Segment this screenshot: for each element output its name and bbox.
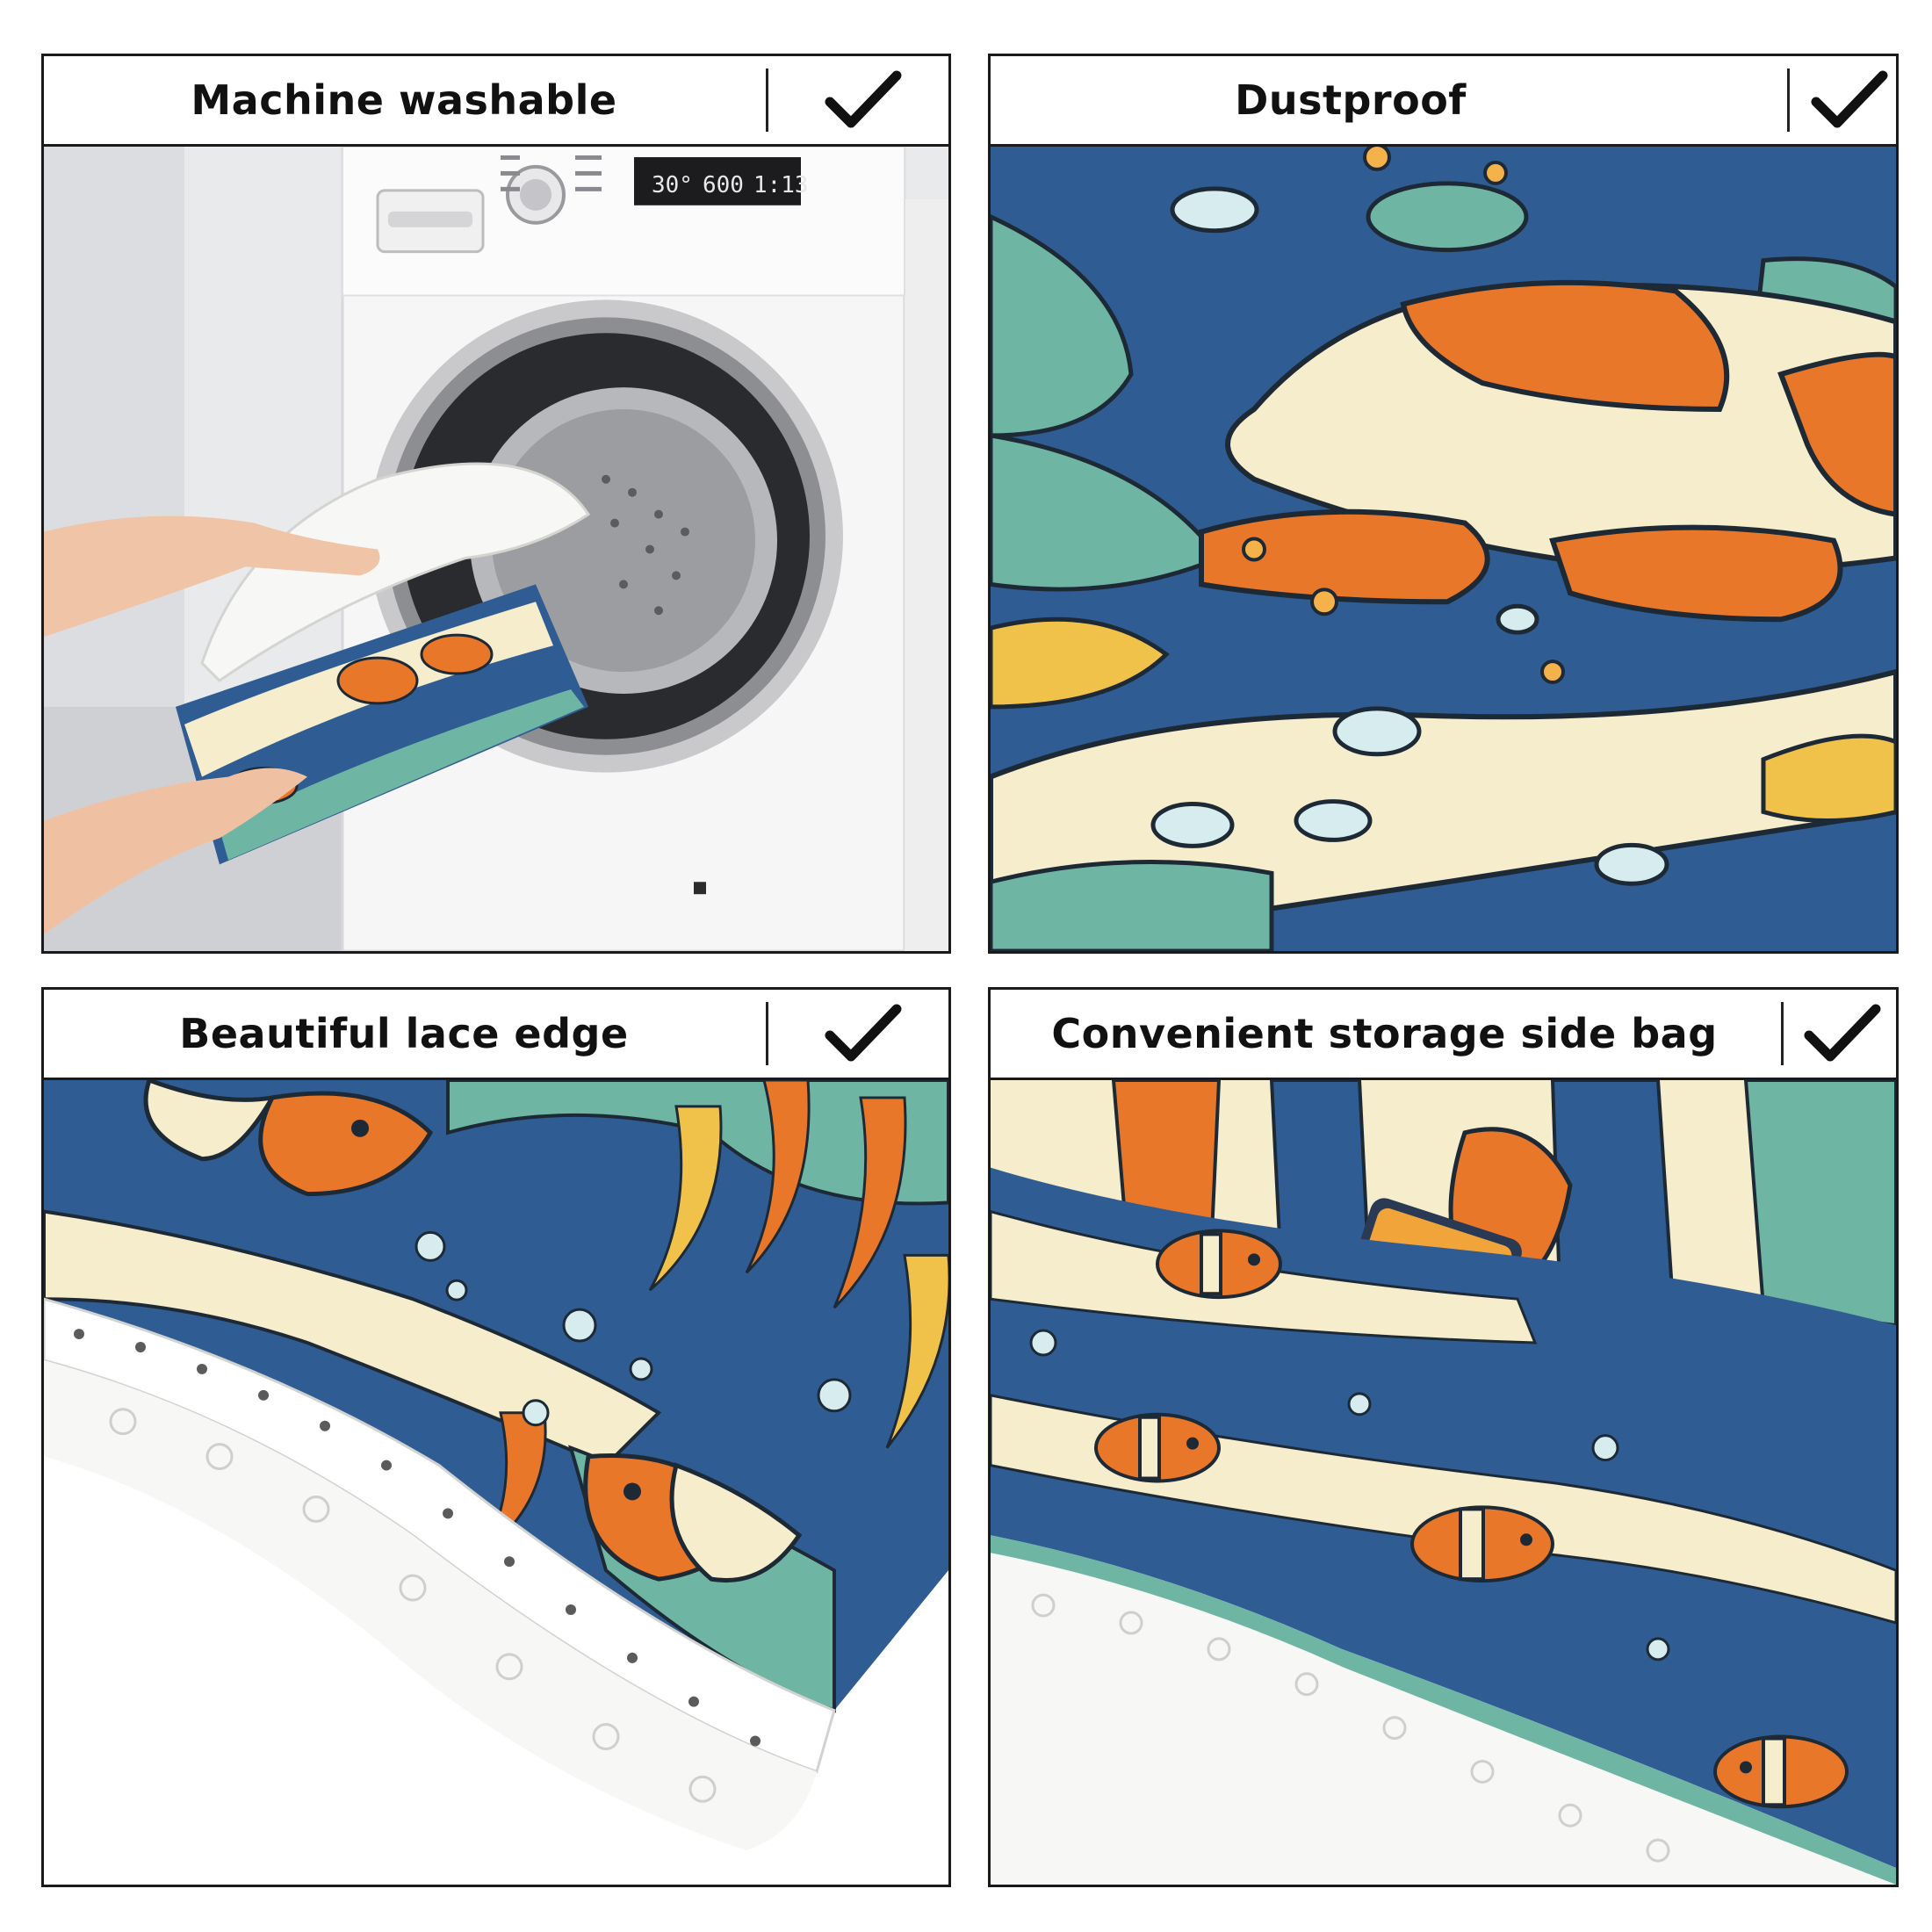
machine-display-time: 1:13 (753, 172, 809, 198)
panel-lace-edge: Beautiful lace edge (41, 987, 951, 1887)
side-pocket-photo (991, 1080, 1896, 1885)
panel-dustproof: Dustproof (988, 54, 1899, 954)
washing-machine-photo: 30° 600 1:13 (44, 147, 948, 951)
lace-edge-photo (44, 1080, 948, 1885)
panel-header: Dustproof (991, 56, 1896, 147)
machine-display-temp: 30° (652, 172, 693, 198)
panel-title: Dustproof (1235, 76, 1467, 124)
panel-title: Convenient storage side bag (1051, 1010, 1718, 1057)
machine-display-spin: 600 (703, 172, 744, 198)
header-divider (1781, 1002, 1784, 1065)
panel-machine-washable: Machine washable 30° 600 1:13 (41, 54, 951, 954)
fabric-closeup-photo (991, 147, 1896, 951)
panel-storage-side-bag: Convenient storage side bag (988, 987, 1899, 1887)
header-divider (766, 1002, 768, 1065)
panel-title: Machine washable (191, 76, 617, 124)
header-divider (766, 68, 768, 132)
checkmark-icon (1804, 1004, 1881, 1062)
header-divider (1787, 68, 1790, 132)
checkmark-icon (825, 70, 902, 128)
checkmark-icon (1811, 70, 1888, 128)
panel-header: Beautiful lace edge (44, 990, 948, 1080)
panel-header: Convenient storage side bag (991, 990, 1896, 1080)
panel-header: Machine washable (44, 56, 948, 147)
checkmark-icon (825, 1004, 902, 1062)
panel-title: Beautiful lace edge (179, 1010, 629, 1057)
